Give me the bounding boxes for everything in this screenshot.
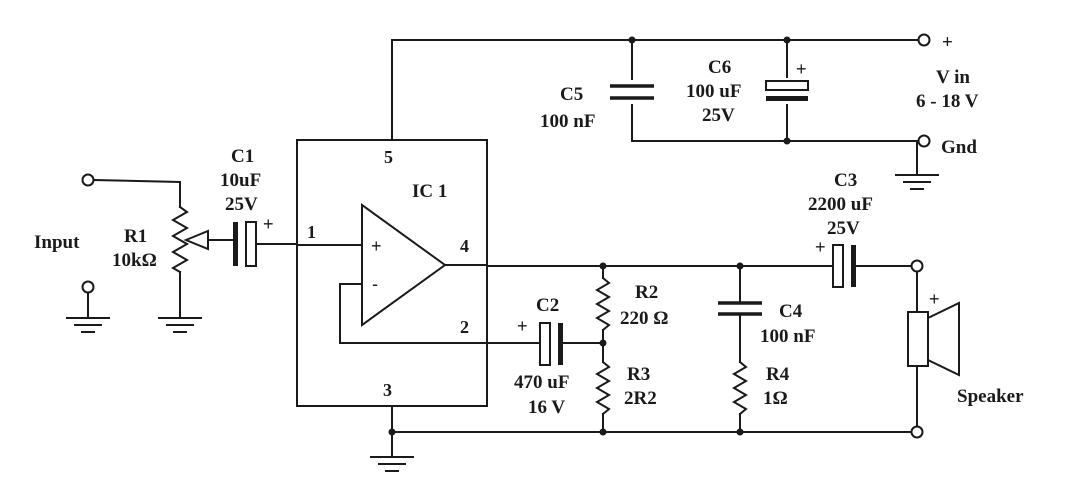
c5-value: 100 nF	[540, 111, 595, 132]
junction	[783, 36, 791, 44]
capacitor-c6	[765, 78, 809, 104]
c6-value: 100 uF	[686, 81, 741, 102]
capacitor-c5	[610, 80, 654, 104]
r3-value: 2R2	[624, 388, 657, 409]
capacitor-c1-plate-b	[245, 221, 257, 267]
op-amp-plus: +	[371, 236, 382, 256]
op-amp-triangle	[361, 203, 447, 327]
vin-range-label: 6 - 18 V	[916, 91, 979, 112]
wire-feedback-inside	[339, 283, 488, 344]
r3-name: R3	[627, 364, 650, 385]
c2-value: 470 uF	[514, 372, 569, 393]
ic1-body	[296, 139, 488, 407]
capacitor-c2-plate-a	[539, 322, 551, 366]
pin-4-label: 4	[460, 236, 469, 256]
capacitor-c3-plate-b	[851, 245, 856, 287]
speaker-icon	[907, 301, 960, 377]
c1-name: C1	[231, 146, 254, 167]
c4-value: 100 nF	[760, 326, 815, 347]
vplus-terminal	[917, 33, 931, 47]
junction	[599, 428, 607, 436]
junction	[783, 137, 791, 145]
r1-name: R1	[124, 226, 147, 247]
ground-symbol-r1	[158, 317, 202, 333]
capacitor-c2-plate-b	[558, 323, 563, 365]
resistor-r1	[170, 205, 190, 274]
r4-value: 1Ω	[763, 388, 788, 409]
c1-polarity: +	[263, 214, 274, 234]
c5-name: C5	[560, 84, 583, 105]
speaker-label: Speaker	[957, 386, 1024, 407]
c1-value: 10uF	[220, 170, 261, 191]
c6-polarity: +	[796, 59, 807, 79]
ic1-label: IC 1	[412, 181, 447, 202]
ground-symbol-supply	[895, 140, 939, 190]
gnd-terminal	[917, 134, 931, 148]
c4-name: C4	[779, 301, 803, 322]
c3-name: C3	[834, 170, 857, 191]
wire-ground-rail	[391, 405, 918, 433]
vin-label: V in	[936, 67, 970, 88]
gnd-label: Gnd	[941, 137, 977, 158]
pin-3-label: 3	[383, 380, 392, 400]
r4-name: R4	[766, 364, 790, 385]
capacitor-c1-plate-a	[233, 222, 238, 266]
input-label: Input	[34, 232, 80, 253]
r1-wiper-arrow	[183, 229, 209, 251]
c1-voltage: 25V	[225, 194, 258, 215]
junction	[628, 36, 636, 44]
resistor-r2	[595, 276, 611, 332]
wire-gnd-rail-top	[631, 39, 918, 142]
ground-symbol-input	[66, 292, 110, 333]
vplus-sign: +	[942, 32, 953, 53]
op-amp-minus: -	[372, 274, 378, 294]
wire-vplus-rail	[391, 39, 918, 141]
c2-polarity: +	[517, 316, 528, 336]
ic1: IC 1 + - 5 1 4 2 3	[296, 139, 488, 407]
r2-value: 220 Ω	[620, 308, 668, 329]
capacitor-c3-plate-a	[832, 244, 844, 288]
ground-symbol-ic	[370, 431, 414, 472]
c2-voltage: 16 V	[528, 397, 565, 418]
c2-name: C2	[536, 295, 559, 316]
input-terminal-top	[81, 173, 95, 187]
speaker-terminal-bottom	[910, 425, 924, 439]
resistor-r3	[595, 360, 611, 416]
c3-value: 2200 uF	[808, 194, 873, 215]
c6-name: C6	[708, 57, 731, 78]
pin-1-label: 1	[307, 222, 316, 242]
wire-input-to-r1	[92, 178, 181, 208]
pin-5-label: 5	[384, 147, 393, 167]
pin-2-label: 2	[460, 317, 469, 337]
speaker-terminal-top	[910, 259, 924, 273]
r2-name: R2	[635, 282, 658, 303]
r1-value: 10kΩ	[112, 250, 157, 271]
speaker-polarity: +	[929, 289, 940, 309]
resistor-r4	[732, 360, 748, 416]
junction	[736, 428, 744, 436]
c3-voltage: 25V	[827, 218, 860, 239]
input-terminal-gnd	[81, 280, 95, 294]
c6-voltage: 25V	[702, 105, 735, 126]
c3-polarity: +	[815, 237, 826, 257]
